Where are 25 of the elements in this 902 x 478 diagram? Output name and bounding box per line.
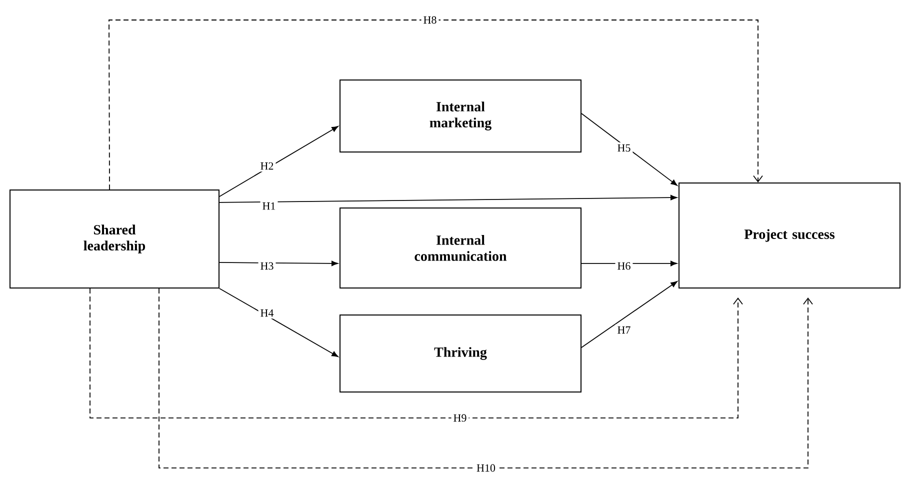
edge-label: H9 [451, 412, 469, 424]
variable-box: Project success [678, 182, 900, 288]
arrow [581, 113, 678, 186]
edge-label: H7 [615, 324, 633, 336]
arrow [219, 126, 338, 197]
arrow [108, 20, 763, 190]
variable-box: Internal communication [340, 207, 582, 288]
edge-label: H3 [258, 260, 276, 272]
edge-label: H6 [615, 260, 633, 272]
edge-label: H5 [615, 142, 633, 154]
edge-label: H4 [258, 307, 276, 319]
arrow [158, 288, 813, 468]
edge-label: H10 [474, 462, 498, 474]
arrow [581, 260, 678, 266]
variable-box: Internal marketing [340, 80, 582, 152]
edge-label: H2 [258, 160, 276, 172]
variable-box: Thriving [340, 314, 582, 392]
arrow [219, 288, 338, 357]
arrow [219, 194, 678, 203]
edge-label: H8 [421, 14, 439, 26]
variable-box: Shared leadership [10, 189, 220, 288]
edge-label: H1 [260, 200, 278, 212]
arrow [581, 281, 678, 348]
arrow [90, 288, 743, 418]
arrow [219, 260, 338, 266]
